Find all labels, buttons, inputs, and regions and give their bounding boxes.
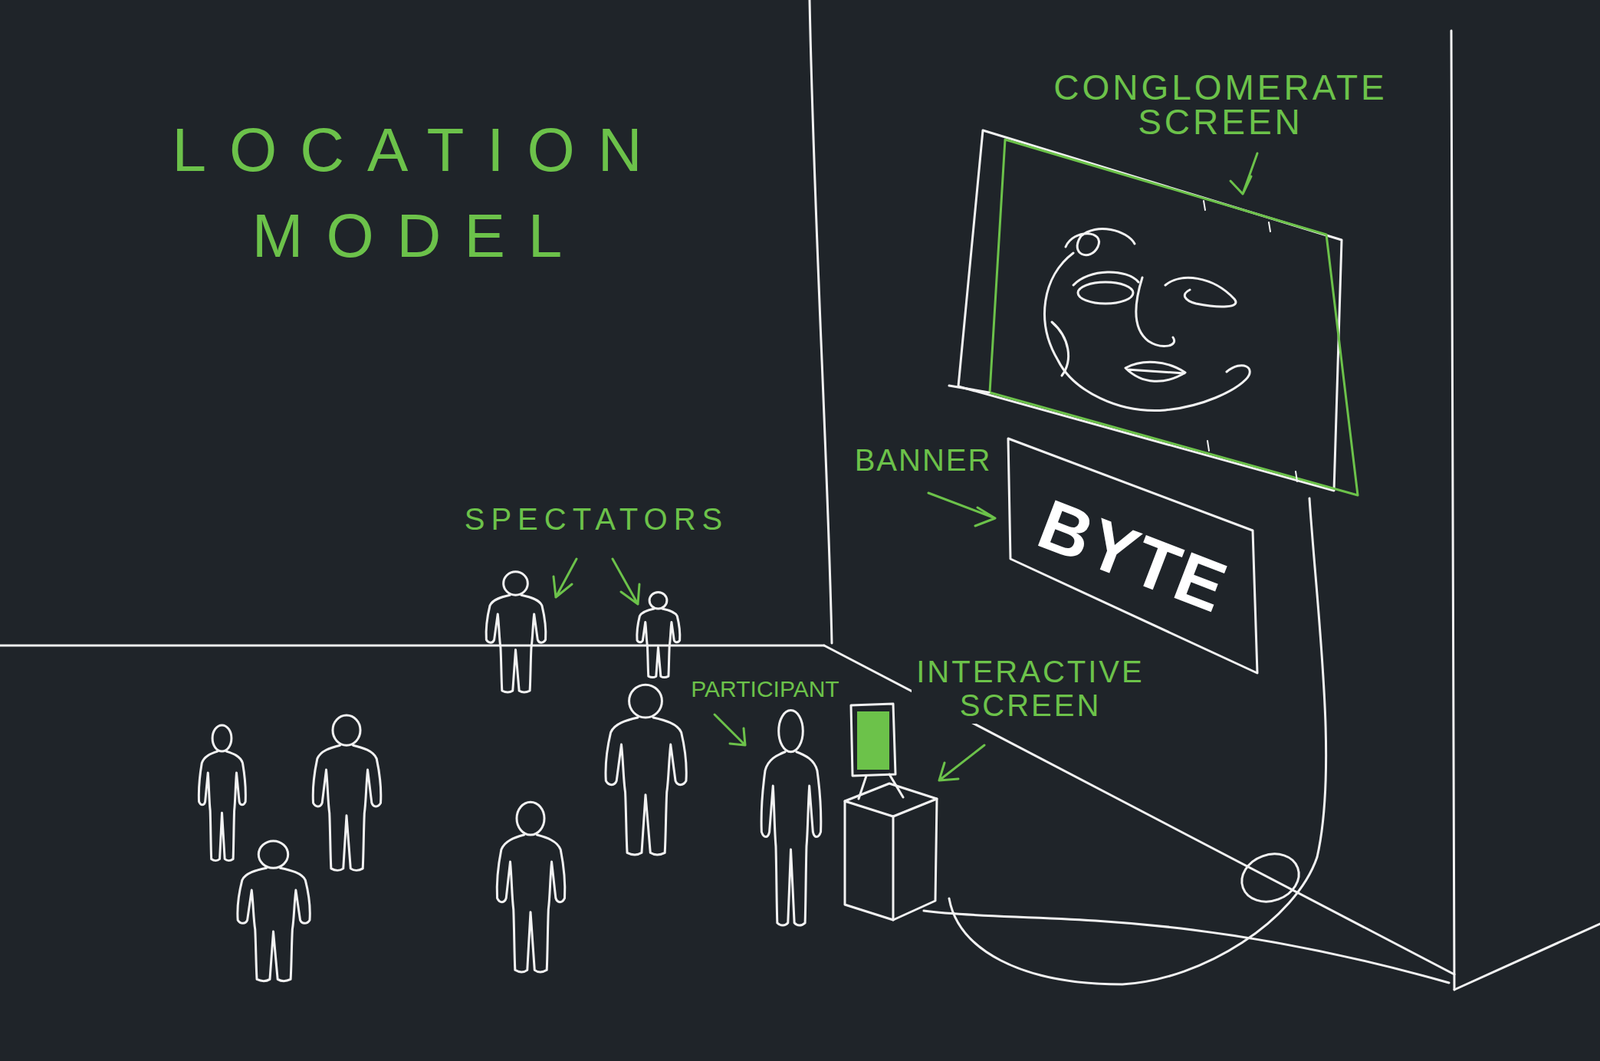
hair-scribble [1065, 229, 1135, 256]
node-text-group: BYTE [1029, 488, 1237, 625]
node-border [1008, 438, 1258, 674]
leader-arrow [612, 558, 640, 605]
leader-arrow [1230, 153, 1258, 194]
cheek-line [1051, 321, 1069, 376]
callout-label: INTERACTIVE SCREEN [911, 653, 1149, 724]
interactive-screen [857, 711, 890, 770]
wall-edge [1451, 30, 1455, 990]
leader-arrow [928, 492, 996, 526]
left-eye [1077, 282, 1134, 304]
leader-arrows [553, 153, 1258, 781]
room-lines [0, 0, 1600, 990]
stand-side [893, 798, 937, 920]
crowd-figure [237, 841, 310, 982]
people [198, 571, 821, 982]
right-eye [1165, 277, 1236, 307]
spectator-figure [637, 592, 681, 678]
crowd-figure [496, 801, 566, 973]
crowd-figure [198, 725, 246, 861]
leader-arrow [553, 558, 577, 598]
face-sketch [1044, 229, 1251, 411]
cable-line [923, 910, 1449, 983]
callout-label: PARTICIPANT [690, 676, 839, 702]
crowd-figure [605, 684, 687, 855]
face-outline [1044, 252, 1251, 411]
floor-line [1454, 923, 1600, 990]
interactive-screen-frame [850, 703, 896, 776]
screen-support [858, 774, 904, 799]
callout-label: BANNER [854, 443, 993, 477]
interactive-stand [844, 703, 937, 920]
screen-tick [1203, 200, 1298, 482]
floor-line [0, 644, 825, 648]
mouth [1125, 361, 1186, 382]
crowd-figure [312, 715, 382, 871]
callout-label: SPECTATORS [464, 502, 730, 536]
cable-loop [1235, 846, 1306, 910]
spectator-figure [486, 571, 546, 693]
leader-arrow [714, 714, 746, 746]
participant-figure [761, 709, 822, 926]
screen-frame-green [989, 139, 1358, 496]
nose [1136, 277, 1175, 346]
wall-edge [809, 0, 832, 644]
callout-label: CONGLOMERATE SCREEN [1053, 70, 1388, 140]
banner-text: BYTE [1029, 488, 1237, 625]
page-title: LOCATION MODEL [171, 107, 665, 280]
left-brow [1073, 272, 1139, 286]
banner-box: BYTE [1008, 438, 1258, 674]
leader-arrow [939, 745, 985, 781]
screen-stub [949, 385, 989, 393]
stand-front [844, 801, 894, 920]
